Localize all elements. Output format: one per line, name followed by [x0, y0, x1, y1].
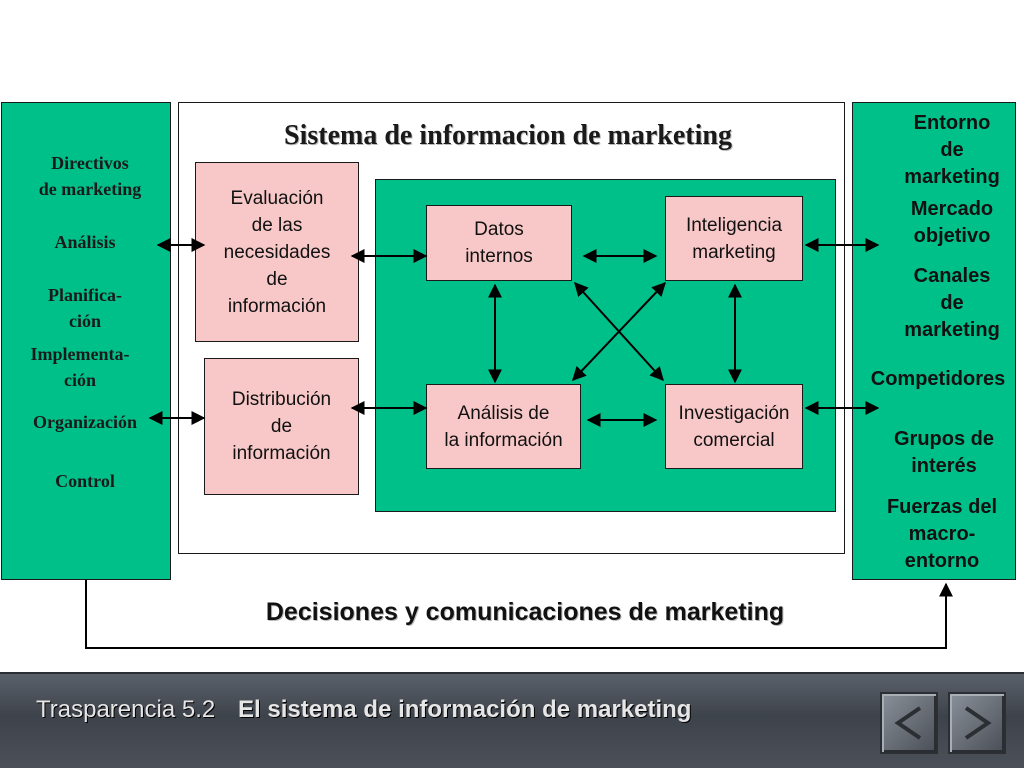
arrow-feedback-loop: [85, 580, 953, 649]
right-item-canales: Canales de marketing: [904, 265, 1000, 341]
left-item-organizacion: Organización: [33, 412, 137, 432]
box-investigacion: Investigación comercial: [665, 384, 803, 469]
prev-slide-button[interactable]: [880, 692, 938, 754]
arrow-cross-2: [572, 281, 666, 382]
box-inteligencia: Inteligencia marketing: [665, 196, 803, 281]
box-analisis: Análisis de la información: [426, 384, 581, 469]
box-distribucion: Distribución de información: [204, 358, 359, 495]
decisions-label: Decisiones y comunicaciones de marketing: [265, 598, 785, 626]
slide-title: El sistema de información de marketing: [238, 696, 692, 723]
box-datos-internos: Datos internos: [426, 205, 572, 281]
slide-number: Trasparencia 5.2: [36, 696, 216, 723]
box-evaluacion: Evaluación de las necesidades de informa…: [195, 162, 359, 342]
right-item-competidores: Competidores: [870, 368, 1006, 390]
prev-arrow-icon: [894, 706, 922, 740]
marketing-environment-panel: [852, 102, 1016, 580]
right-item-fuerzas: Fuerzas del macro- entorno: [886, 496, 998, 572]
left-item-control: Control: [55, 471, 115, 491]
slide-footer: [0, 672, 1024, 768]
right-item-grupos: Grupos de interés: [893, 428, 994, 477]
left-item-analisis: Análisis: [54, 232, 116, 252]
left-item-implementacion: Implementa- ción: [30, 344, 130, 390]
right-item-mercado: Mercado objetivo: [910, 198, 994, 247]
marketing-managers-panel: [1, 102, 171, 580]
next-slide-button[interactable]: [948, 692, 1006, 754]
diagram-title: Sistema de informacion de marketing: [284, 120, 732, 151]
next-arrow-icon: [964, 706, 992, 740]
left-item-planificacion: Planifica- ción: [48, 285, 122, 331]
flow-arrows: [85, 238, 953, 649]
right-item-entorno: Entorno de marketing: [904, 112, 1000, 188]
left-item-directivos: Directivos de marketing: [38, 153, 142, 199]
